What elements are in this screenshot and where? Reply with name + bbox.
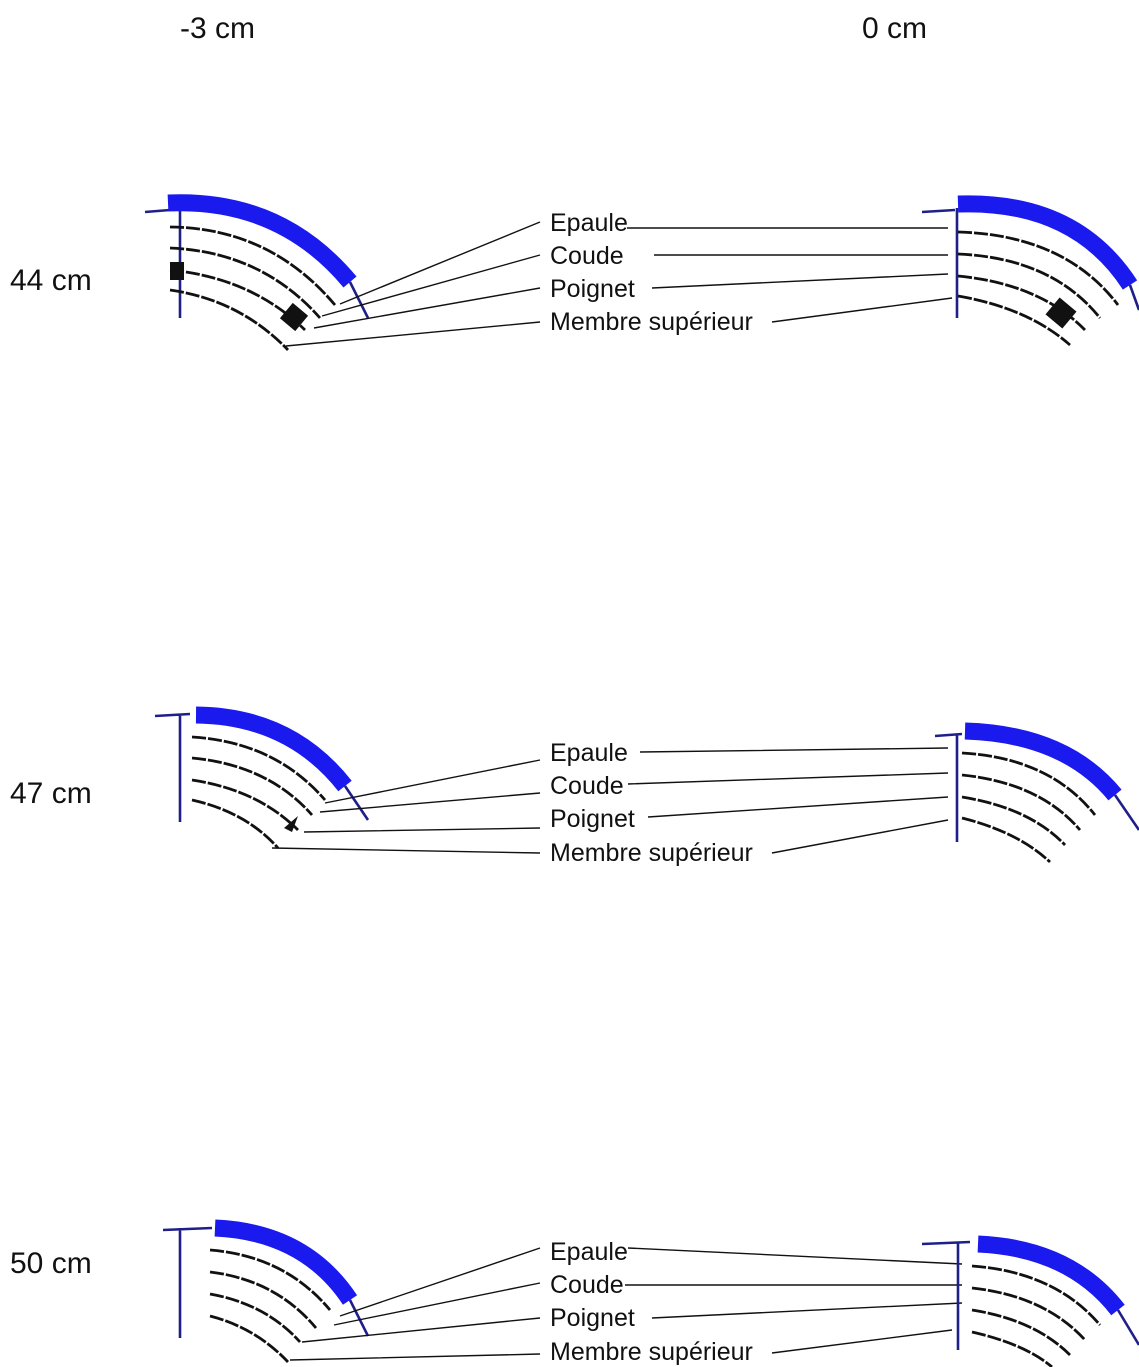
wrist-arc — [209, 1270, 318, 1329]
hand-arc — [957, 274, 1087, 331]
figure-left-minus3cm — [154, 706, 370, 849]
band-tail — [348, 281, 370, 319]
leaders-left — [271, 759, 541, 854]
column-header-right: 0 cm — [862, 12, 927, 45]
limb-arc — [191, 798, 280, 849]
hand-arc — [961, 795, 1067, 846]
row-44cm: 44 cm Epaule Coude Poignet Membre supéri… — [10, 194, 1139, 351]
wrist-arc — [191, 756, 314, 816]
elbow-arc — [957, 230, 1120, 306]
figure-right-0cm — [934, 722, 1139, 864]
label-coude: Coude — [550, 242, 624, 270]
figure-right-0cm — [921, 1235, 1139, 1367]
marker-square — [170, 262, 184, 280]
elbow-arc — [209, 1248, 332, 1311]
wrist-arc — [961, 773, 1082, 831]
limb-arc — [169, 288, 290, 351]
elbow-arc — [191, 735, 327, 801]
label-epaule: Epaule — [550, 209, 628, 237]
leaders-right — [627, 747, 949, 854]
figure-left-minus3cm — [144, 194, 370, 351]
label-poignet: Poignet — [550, 805, 635, 833]
label-membre-superieur: Membre supérieur — [550, 308, 753, 336]
wrist-arc — [169, 246, 322, 319]
band-tail — [348, 1299, 370, 1337]
leaders-right — [627, 227, 953, 323]
wrist-arc — [971, 1286, 1087, 1341]
leaders-left — [285, 221, 541, 347]
axis-left — [154, 712, 191, 822]
shoulder-band — [977, 1235, 1125, 1316]
leaders-left — [289, 1247, 541, 1361]
label-poignet: Poignet — [550, 275, 635, 303]
band-tail — [1128, 284, 1139, 311]
hand-arc — [971, 1308, 1071, 1356]
wrist-arc — [957, 252, 1102, 319]
limb-arc — [971, 1330, 1053, 1367]
shoulder-band — [214, 1219, 358, 1305]
row-50cm: 50 cm Epaule Coude Poignet Membre supéri… — [10, 1219, 1139, 1367]
hand-arc — [191, 778, 299, 831]
limb-arc — [209, 1314, 290, 1363]
label-epaule: Epaule — [550, 1238, 628, 1266]
column-header-left: -3 cm — [180, 12, 255, 45]
marker-diamond — [279, 302, 309, 332]
elbow-arc — [961, 751, 1097, 816]
axis-left — [162, 1226, 213, 1338]
marker-diamond — [1045, 297, 1077, 329]
row-distance-label: 47 cm — [10, 777, 92, 810]
band-tail — [1113, 794, 1139, 831]
limb-arc — [957, 294, 1071, 347]
label-membre-superieur: Membre supérieur — [550, 1338, 753, 1366]
shoulder-band — [964, 722, 1122, 801]
elbow-arc — [169, 225, 337, 306]
row-distance-label: 50 cm — [10, 1247, 92, 1280]
row-distance-label: 44 cm — [10, 264, 92, 297]
marker-tick — [284, 816, 298, 832]
label-poignet: Poignet — [550, 1304, 635, 1332]
row-47cm: 47 cm Epaule Coude Poignet Membre supéri… — [10, 706, 1139, 867]
label-coude: Coude — [550, 772, 624, 800]
shoulder-band — [167, 194, 357, 288]
hand-arc — [209, 1292, 302, 1343]
leaders-right — [625, 1247, 963, 1354]
shoulder-band — [195, 706, 352, 792]
shoulder-band — [957, 195, 1138, 290]
figure-right-0cm — [921, 195, 1139, 347]
limb-arc — [961, 816, 1051, 864]
axis-right — [921, 1240, 971, 1350]
label-epaule: Epaule — [550, 739, 628, 767]
figure-left-minus3cm — [162, 1219, 370, 1363]
elbow-arc — [971, 1264, 1102, 1326]
band-tail — [1116, 1309, 1139, 1346]
label-membre-superieur: Membre supérieur — [550, 839, 753, 867]
label-coude: Coude — [550, 1271, 624, 1299]
axis-right — [934, 732, 963, 842]
axis-right — [921, 208, 959, 318]
band-tail — [343, 785, 370, 821]
